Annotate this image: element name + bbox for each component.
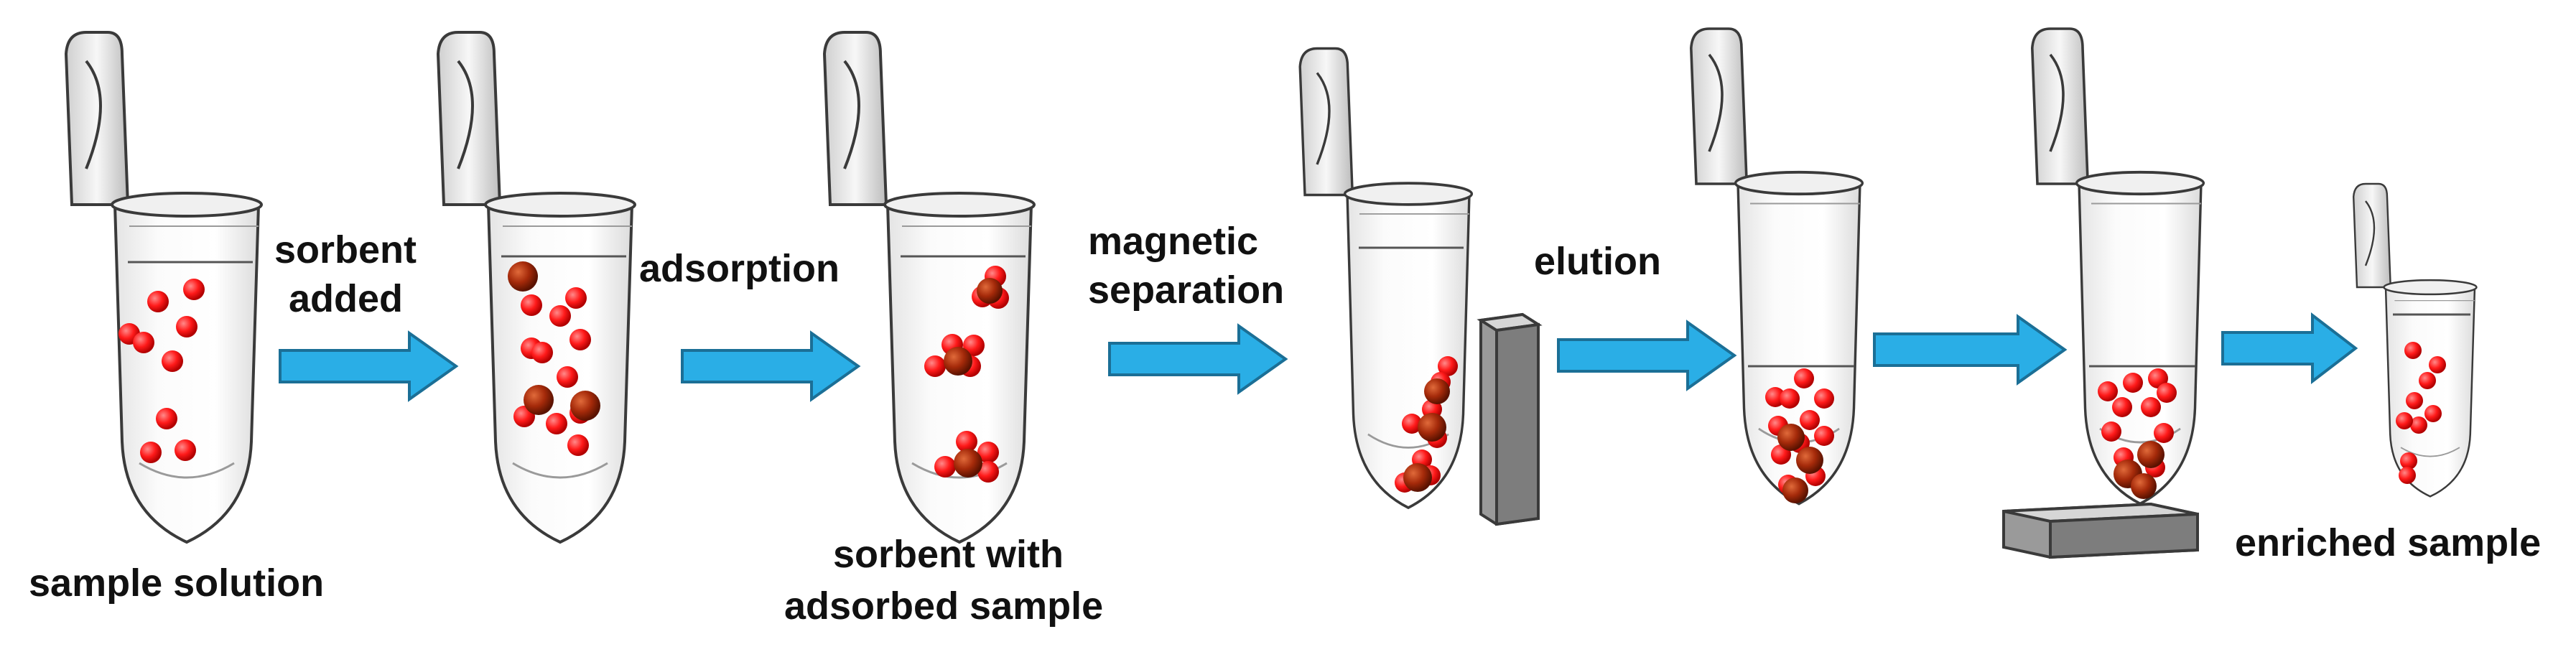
tube-lid-icon: [437, 31, 531, 218]
tube-3-adsorption: [823, 31, 1036, 544]
label-elution: elution: [1534, 240, 1661, 283]
label-sorbent-added-line2: added: [289, 277, 403, 320]
tube-6-magnet-below: [2031, 27, 2205, 506]
tube-2-sorbent-added: [437, 31, 636, 544]
label-sorbent-added-line1: sorbent: [274, 228, 417, 271]
sorbent-particles: [2114, 441, 2165, 499]
arrow-right-icon: [1108, 325, 1287, 393]
tube-lid-icon: [823, 31, 918, 218]
sorbent-particles: [1403, 378, 1450, 492]
tube-lid-icon: [2352, 182, 2410, 296]
tube-5-elution: [1690, 27, 1864, 506]
magnet-bar-icon: [1477, 312, 1543, 526]
tube-lid-icon: [2031, 27, 2116, 196]
sorbent-particles: [1777, 424, 1823, 503]
analyte-particles: [2098, 368, 2177, 478]
tube-4-magnetic-separation: [1298, 47, 1474, 509]
magnet-bar-icon: [2002, 502, 2199, 559]
tube-lid-icon: [1690, 27, 1775, 196]
arrow-right-icon: [2221, 312, 2358, 385]
analyte-particles: [118, 279, 205, 463]
tube-lid-icon: [1298, 47, 1380, 207]
label-sample-solution: sample solution: [29, 562, 324, 605]
label-enriched-sample: enriched sample: [2235, 521, 2541, 564]
tube-7-enriched-sample: [2352, 182, 2478, 498]
label-sorbent-with-line2: adsorbed sample: [784, 585, 1103, 628]
sorbent-particles: [508, 261, 600, 421]
microcentrifuge-tube-icon: [1343, 182, 1474, 509]
arrow-right-icon: [1873, 314, 2068, 386]
label-magnetic-line2: separation: [1088, 269, 1284, 312]
microcentrifuge-tube-icon: [484, 192, 636, 544]
tube-1-sample-solution: [65, 31, 263, 544]
label-magnetic-line1: magnetic: [1088, 220, 1258, 263]
analyte-particles: [2396, 342, 2446, 484]
label-adsorption: adsorption: [639, 247, 840, 290]
tube-lid-icon: [65, 31, 159, 218]
arrow-right-icon: [279, 332, 457, 401]
arrow-right-icon: [681, 332, 860, 401]
arrow-right-icon: [1557, 321, 1736, 390]
label-sorbent-with-line1: sorbent with: [833, 533, 1064, 576]
microcentrifuge-tube-icon: [111, 192, 263, 544]
sorbent-particles: [944, 278, 1003, 478]
